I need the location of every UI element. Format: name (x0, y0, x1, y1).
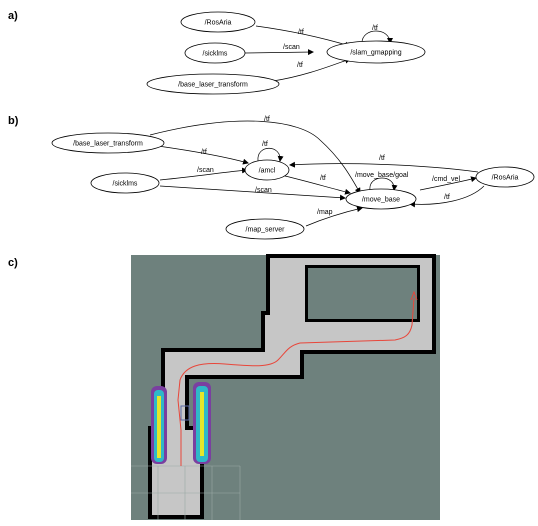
costmap-right (193, 382, 211, 464)
edge-b-movebase-self (369, 177, 398, 191)
edge-a-slam-self (361, 30, 393, 44)
edge-a-rosaria-slam-label: /tf (298, 29, 304, 36)
node-a-sicklms-label: /sicklms (203, 51, 228, 58)
edge-b-rosaria-movebase (409, 185, 485, 208)
node-b-amcl: /amcl (244, 159, 290, 181)
node-b-rosaria: /RosAria (475, 166, 535, 188)
node-a-sicklms: /sicklms (184, 42, 246, 64)
node-a-slam-gmapping-label: /slam_gmapping (350, 50, 401, 57)
edge-b-base-amcl (157, 145, 249, 165)
edge-b-sick-movebase (159, 185, 346, 201)
planned-path (177, 297, 415, 466)
map-vertical-corridor (165, 352, 185, 512)
edge-b-sick-amcl-label: /scan (197, 167, 214, 174)
node-b-rosaria-label: /RosAria (492, 175, 519, 182)
edge-a-sick-slam-label: /scan (283, 44, 300, 51)
edge-b-map-movebase-label: /map (317, 209, 333, 216)
costmap-left (151, 386, 167, 464)
node-b-sicklms: /sicklms (90, 172, 160, 194)
panel-c-label: c) (8, 257, 18, 269)
edge-b-rosaria-movebase-label: /tf (444, 194, 450, 201)
node-a-slam-gmapping: /slam_gmapping (326, 40, 426, 64)
panel-a-label: a) (8, 10, 18, 22)
edge-b-sick-movebase-label: /scan (255, 187, 272, 194)
edge-b-amcl-self (257, 147, 284, 162)
map-grid (131, 465, 241, 520)
edge-b-movebase-rosaria (419, 176, 477, 191)
robot-footprint (180, 405, 190, 421)
edge-a-base-slam-label: /tf (297, 62, 303, 69)
edge-b-amcl-movebase (284, 175, 351, 195)
node-a-rosaria: /RosAria (180, 11, 256, 33)
panel-a: a) /tf /scan /tf /tf /RosAria /sicklms /… (8, 10, 426, 95)
edge-b-rosaria-amcl-label: /tf (379, 155, 385, 162)
edge-b-amcl-movebase-label: /tf (320, 175, 326, 182)
node-b-move-base: /move_base (345, 188, 417, 210)
goal-arrow (410, 290, 418, 301)
edge-b-base-amcl-label: /tf (201, 149, 207, 156)
edge-a-base-slam (272, 57, 351, 82)
node-a-base-laser-transform-label: /base_laser_transform (178, 82, 248, 89)
edge-b-movebase-self-label: /move_base/goal (355, 172, 409, 179)
node-b-amcl-label: /amcl (259, 168, 276, 175)
edge-b-rosaria-amcl (289, 161, 479, 173)
edge-b-movebase-rosaria-label: /cmd_vel (432, 176, 460, 183)
edge-a-slam-self-label: /tf (372, 25, 378, 32)
node-b-base-laser-transform: /base_laser_transform (51, 132, 165, 154)
node-b-sicklms-label: /sicklms (113, 181, 138, 188)
edge-b-base-movebase (149, 120, 361, 194)
panel-b: b) /tf /tf /tf /scan /scan /tf /move_bas… (8, 115, 535, 240)
node-b-move-base-label: /move_base (362, 197, 400, 204)
node-b-map-server: /map_server (225, 218, 305, 240)
node-b-base-laser-transform-label: /base_laser_transform (73, 141, 143, 148)
node-b-map-server-label: /map_server (246, 227, 286, 234)
edge-a-sick-slam (244, 49, 314, 56)
map-free-space (152, 258, 432, 515)
node-a-base-laser-transform: /base_laser_transform (146, 73, 280, 95)
panel-b-label: b) (8, 115, 19, 127)
edge-b-sick-amcl (159, 167, 248, 181)
edge-b-map-movebase (305, 206, 363, 227)
edge-b-base-movebase-label: /tf (264, 116, 270, 123)
node-a-rosaria-label: /RosAria (205, 20, 232, 27)
edge-b-amcl-self-label: /tf (262, 141, 268, 148)
occupancy-map (131, 254, 440, 520)
panel-c: c) (8, 254, 440, 520)
